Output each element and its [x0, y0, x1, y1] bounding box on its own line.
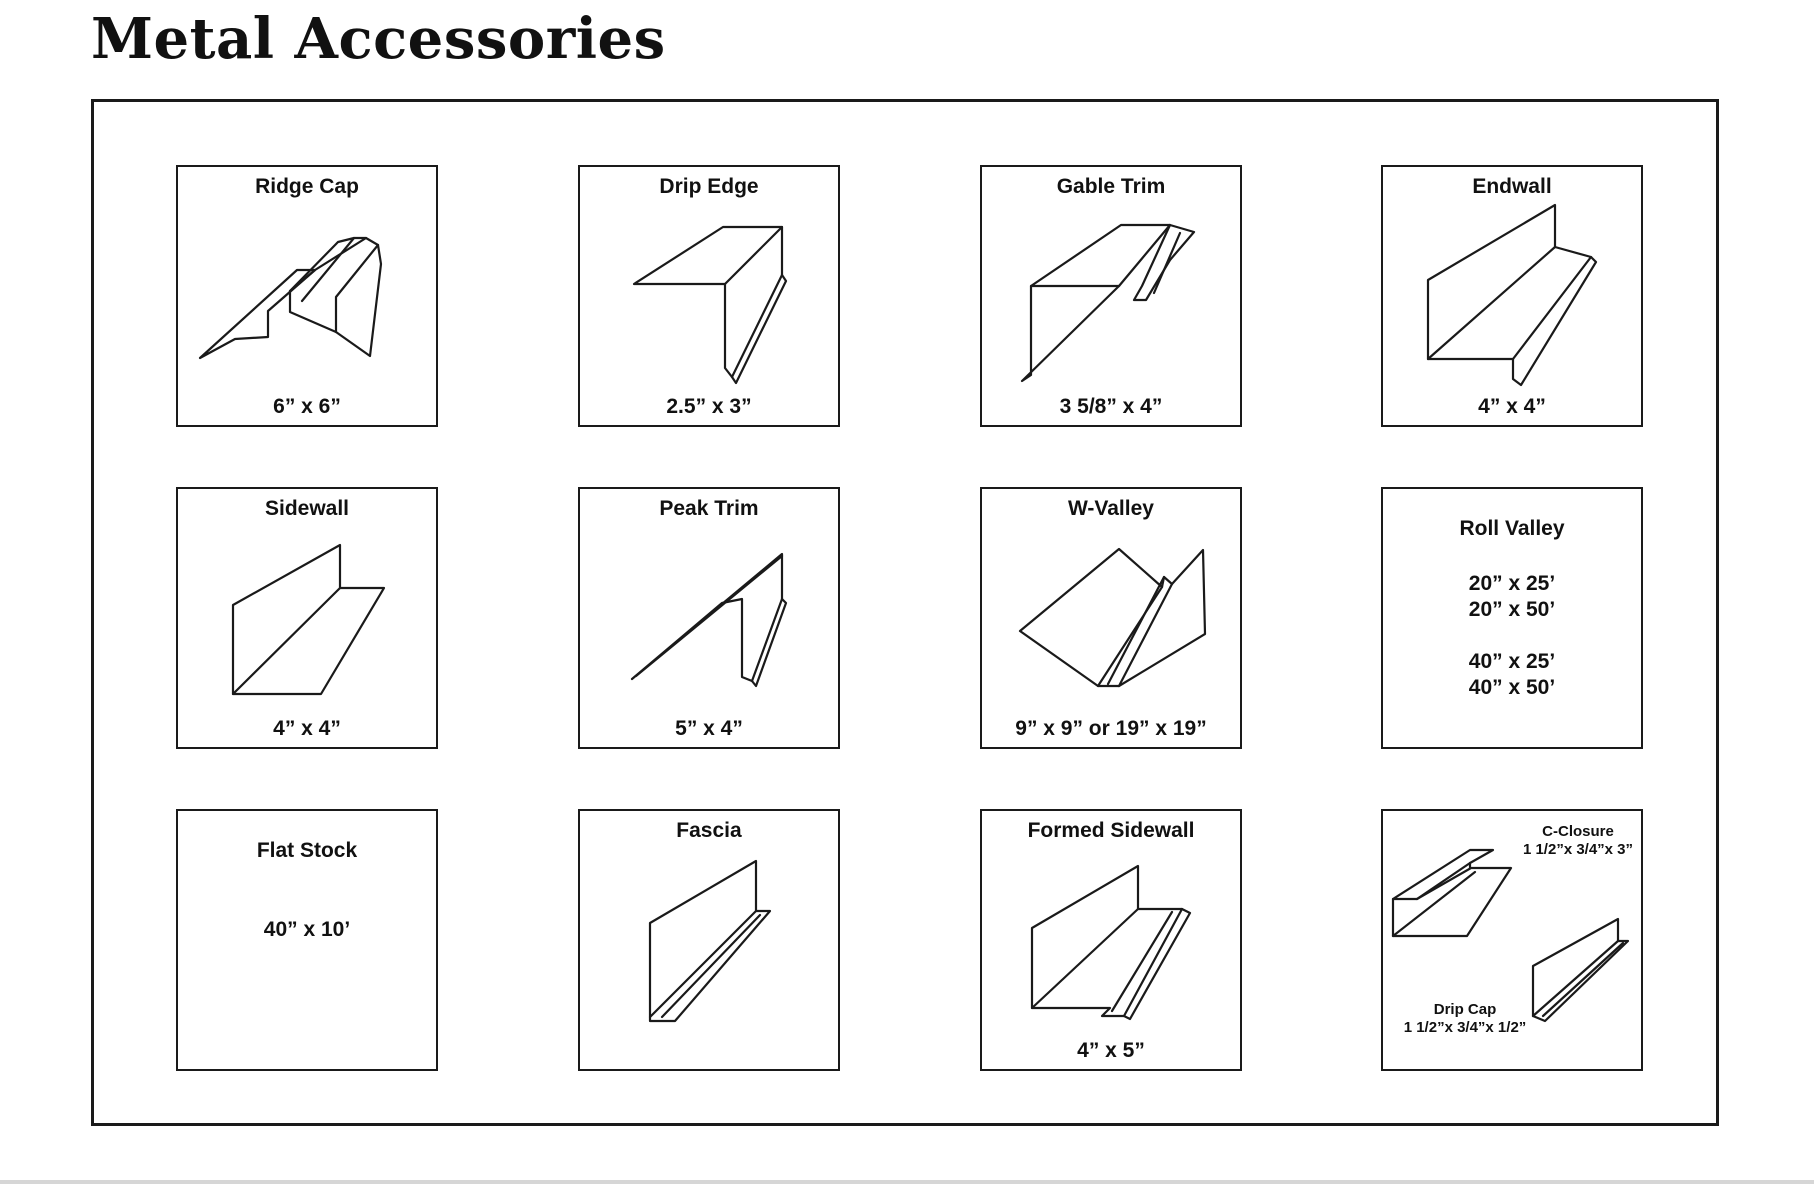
accessory-name: Roll Valley	[1459, 517, 1565, 540]
accessory-name: Sidewall	[264, 497, 350, 520]
accessory-name: Drip Edge	[659, 175, 759, 198]
c-closure-profile-icon	[1391, 848, 1513, 938]
roll-valley-size: 40” x 25’	[1468, 650, 1556, 673]
accessories-frame	[91, 99, 1719, 1126]
accessory-name: Fascia	[676, 819, 742, 842]
accessory-card-closures: C-Closure 1 1/2”x 3/4”x 3” Drip Cap 1 1/…	[1381, 809, 1643, 1071]
ridge-cap-profile-icon	[198, 236, 383, 360]
accessory-size: 2.5” x 3”	[666, 395, 752, 418]
drip-cap-profile-icon	[1531, 917, 1630, 1023]
c-closure-size: 1 1/2”x 3/4”x 3”	[1522, 841, 1634, 858]
accessory-card-drip-edge: Drip Edge 2.5” x 3”	[578, 165, 840, 427]
accessory-card-flat-stock: Flat Stock 40” x 10’	[176, 809, 438, 1071]
w-valley-profile-icon	[1018, 547, 1207, 688]
accessory-size: 4” x 5”	[1077, 1039, 1145, 1062]
fascia-profile-icon	[648, 859, 772, 1023]
accessory-name: Peak Trim	[659, 497, 759, 520]
roll-valley-size: 40” x 50’	[1468, 676, 1556, 699]
roll-valley-size: 20” x 25’	[1468, 572, 1556, 595]
accessory-size: 9” x 9” or 19” x 19”	[1015, 717, 1207, 740]
accessory-size: 4” x 4”	[273, 717, 341, 740]
drip-edge-profile-icon	[632, 225, 788, 385]
spacer	[1383, 623, 1641, 649]
accessory-name: Formed Sidewall	[1027, 819, 1195, 842]
accessory-name: Ridge Cap	[255, 175, 359, 198]
c-closure-name: C-Closure	[1542, 823, 1614, 840]
accessory-name: Endwall	[1472, 175, 1552, 198]
endwall-profile-icon	[1426, 203, 1598, 387]
roll-valley-size: 20” x 50’	[1468, 598, 1556, 621]
accessory-card-w-valley: W-Valley 9” x 9” or 19” x 19”	[980, 487, 1242, 749]
drip-cap-size: 1 1/2”x 3/4”x 1/2”	[1403, 1019, 1527, 1036]
accessory-size: 3 5/8” x 4”	[1059, 395, 1163, 418]
accessory-card-formed-sidewall: Formed Sidewall 4” x 5”	[980, 809, 1242, 1071]
accessory-name: W-Valley	[1068, 497, 1154, 520]
accessory-size: 40” x 10’	[263, 918, 351, 941]
page-title: Metal Accessories	[91, 6, 666, 72]
gable-trim-profile-icon	[1020, 223, 1196, 383]
accessory-name: Gable Trim	[1056, 175, 1166, 198]
accessory-name: Flat Stock	[256, 839, 358, 862]
accessory-card-gable-trim: Gable Trim 3 5/8” x 4”	[980, 165, 1242, 427]
accessory-card-peak-trim: Peak Trim 5” x 4”	[578, 487, 840, 749]
accessory-card-sidewall: Sidewall 4” x 4”	[176, 487, 438, 749]
accessory-card-roll-valley: Roll Valley 20” x 25’ 20” x 50’ 40” x 25…	[1381, 487, 1643, 749]
accessory-size: 5” x 4”	[675, 717, 743, 740]
accessory-card-fascia: Fascia	[578, 809, 840, 1071]
accessory-card-ridge-cap: Ridge Cap 6” x 6”	[176, 165, 438, 427]
drip-cap-name: Drip Cap	[1433, 1001, 1497, 1018]
accessory-size: 6” x 6”	[273, 395, 341, 418]
accessory-size: 4” x 4”	[1478, 395, 1546, 418]
accessory-card-endwall: Endwall 4” x 4”	[1381, 165, 1643, 427]
peak-trim-profile-icon	[630, 552, 788, 688]
formed-sidewall-profile-icon	[1030, 864, 1192, 1021]
page-bottom-rule	[0, 1180, 1814, 1184]
sidewall-profile-icon	[231, 543, 386, 696]
